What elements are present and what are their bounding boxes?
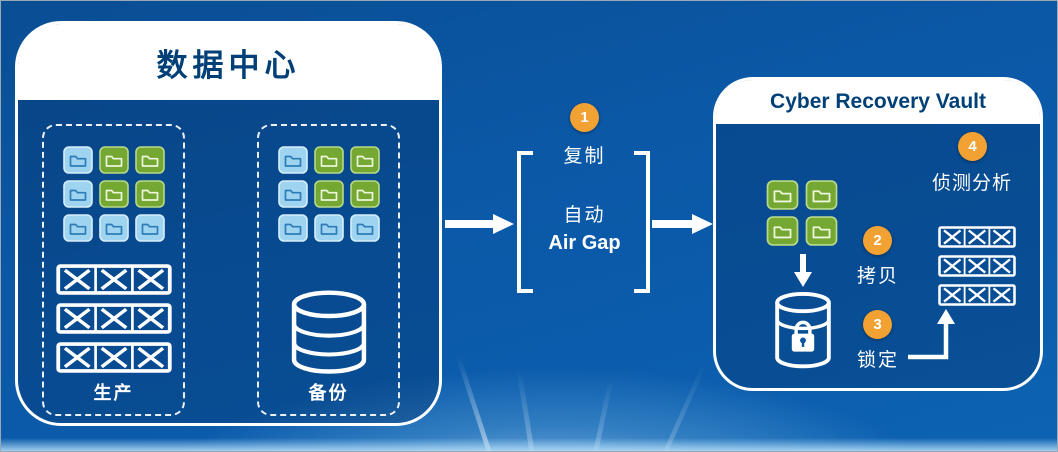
arrow-lock-to-tapes xyxy=(908,309,955,360)
folder-icon xyxy=(277,214,308,242)
folder-icon xyxy=(805,180,838,210)
vault-header: Cyber Recovery Vault xyxy=(716,80,1040,124)
vault-folder-grid xyxy=(766,180,838,246)
folder-icon xyxy=(134,214,165,242)
datacenter-title: 数据中心 xyxy=(156,47,301,83)
folder-icon xyxy=(313,146,344,174)
locked-database-icon xyxy=(775,292,831,369)
folder-icon xyxy=(349,214,380,242)
airgap-section: 1 复制 自动 Air Gap xyxy=(519,103,650,255)
auto-label: 自动 xyxy=(563,205,606,226)
folder-icon xyxy=(62,146,93,174)
database-cylinder-icon xyxy=(291,290,366,374)
analysis-label: 侦测分析 xyxy=(931,173,1012,194)
light-streak xyxy=(455,356,492,451)
folder-icon xyxy=(134,180,165,208)
folder-icon xyxy=(766,216,799,246)
copy-label: 拷贝 xyxy=(856,266,899,287)
tape-storage-icon xyxy=(55,264,172,295)
folder-icon xyxy=(277,146,308,174)
backup-zone: 备份 xyxy=(257,124,400,416)
folder-icon xyxy=(98,214,129,242)
vault-tape-stack xyxy=(938,226,1016,306)
vault-panel: Cyber Recovery Vault 2 拷贝 3 锁定 4 侦测分析 xyxy=(713,77,1043,391)
backup-folder-grid xyxy=(277,146,380,242)
folder-icon xyxy=(98,146,129,174)
arrow-datacenter-to-airgap xyxy=(445,214,514,234)
folder-icon xyxy=(805,216,838,246)
folder-icon xyxy=(349,180,380,208)
folder-icon xyxy=(98,180,129,208)
backup-label: 备份 xyxy=(308,383,349,403)
step-1-badge: 1 xyxy=(570,103,599,132)
replication-label: 复制 xyxy=(563,146,606,167)
production-label: 生产 xyxy=(93,383,134,403)
folder-icon xyxy=(134,146,165,174)
folder-icon xyxy=(313,214,344,242)
datacenter-header: 数据中心 xyxy=(18,24,439,100)
bracket-right xyxy=(634,151,650,293)
bracket-left xyxy=(517,151,533,293)
vault-title: Cyber Recovery Vault xyxy=(770,90,986,113)
tape-storage-icon xyxy=(938,226,1016,248)
arrow-folders-to-locked-db xyxy=(794,254,812,287)
step-2-badge: 2 xyxy=(863,226,892,255)
tape-storage-icon xyxy=(55,342,172,373)
tape-storage-icon xyxy=(938,255,1016,277)
datacenter-panel: 数据中心 生产 备份 xyxy=(15,21,442,426)
production-folder-grid xyxy=(62,146,165,242)
tape-storage-icon xyxy=(938,284,1016,306)
production-tape-stack xyxy=(55,264,172,373)
lock-label: 锁定 xyxy=(856,350,899,371)
step-4-badge: 4 xyxy=(958,132,987,161)
folder-icon xyxy=(349,146,380,174)
arrow-airgap-to-vault xyxy=(652,214,713,234)
step-3-badge: 3 xyxy=(863,310,892,339)
folder-icon xyxy=(313,180,344,208)
folder-icon xyxy=(62,180,93,208)
tape-storage-icon xyxy=(55,303,172,334)
airgap-label: Air Gap xyxy=(548,232,621,254)
folder-icon xyxy=(62,214,93,242)
folder-icon xyxy=(766,180,799,210)
bottom-glow xyxy=(1,438,1057,451)
folder-icon xyxy=(277,180,308,208)
production-zone: 生产 xyxy=(42,124,185,416)
